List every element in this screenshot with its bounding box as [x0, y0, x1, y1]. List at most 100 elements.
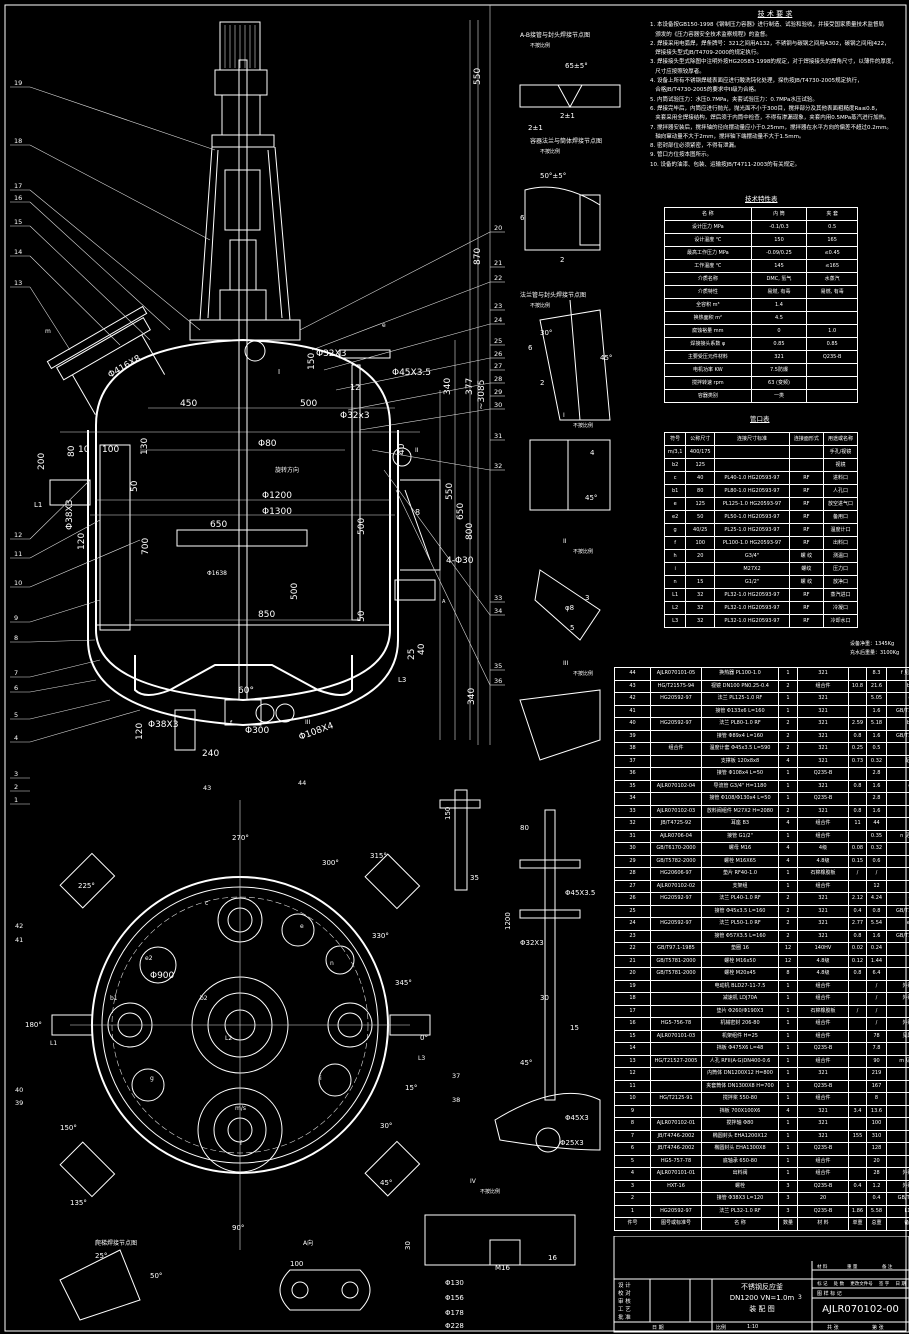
table-cell — [886, 1142, 909, 1156]
table-cell: 10 — [614, 1092, 651, 1106]
table-cell: HG20592-97 — [650, 892, 702, 906]
table-cell: 4 — [778, 1104, 798, 1118]
table-cell: 36 — [614, 767, 651, 781]
agitator-shaft — [238, 59, 248, 701]
detail-dim-text: 45° — [600, 354, 612, 362]
table-cell — [650, 929, 702, 943]
table-cell — [848, 1042, 867, 1056]
detail-title: A向 — [303, 1239, 313, 1247]
table-cell: 321 — [797, 929, 849, 943]
table-cell: 1 — [778, 879, 798, 893]
table-cell: PL50-1.0 HG20593-97 — [714, 510, 790, 524]
plan-view-labels: 270° 300° 315° 330° 345° 0° 15° 30° 45° … — [25, 834, 428, 1232]
table-cell: 用途或名称 — [822, 432, 859, 446]
table-cell: 螺纹 — [788, 562, 824, 576]
table-cell: AJLR070102-01 — [650, 1117, 702, 1131]
table-cell: 法兰 PL40-1.0 RF — [701, 892, 779, 906]
table-cell: Q235-B — [797, 792, 849, 806]
part-callout: 15 — [14, 218, 22, 226]
dim-text: L1 — [34, 501, 42, 509]
remark-label: 备 注 — [882, 1265, 893, 1270]
table-cell: AJLR070102-04 — [650, 779, 702, 793]
requirement-line: 7. 搅拌器安装后，搅拌轴的径向摆动量应小于0.25mm，搅拌器在水平方向的偏差… — [650, 124, 892, 131]
table-cell: 0.73 — [848, 754, 867, 768]
stamp-label: 标 记 — [817, 1282, 828, 1287]
table-cell: GB/T5782-2000 — [650, 854, 702, 868]
dim-text: 25 — [407, 649, 417, 660]
table-cell: 2 — [778, 929, 798, 943]
table-cell: 22 — [614, 942, 651, 956]
table-cell: 8 — [778, 967, 798, 981]
table-cell: 12 — [778, 942, 798, 956]
table-cell: 3 — [778, 1192, 798, 1206]
part-callout: 14 — [14, 248, 22, 256]
table-cell: 140HV — [797, 942, 849, 956]
table-cell: 125 — [685, 458, 716, 472]
table-cell: 31 — [614, 829, 651, 843]
detail-dim-text: 16 — [548, 1254, 557, 1262]
detail-dim-text: Φ156 — [445, 1294, 464, 1302]
table-cell: 321 — [797, 917, 849, 931]
reactor-plan-view — [51, 800, 431, 1250]
leader-line — [29, 201, 171, 331]
table-cell — [788, 458, 824, 472]
table-cell: 1 — [778, 1129, 798, 1143]
table-cell: 5.58 — [866, 1204, 887, 1218]
dim-text: ~3085 — [477, 380, 487, 410]
table-cell: 8 — [866, 1092, 887, 1106]
table-cell: 接管 Φ45x3.5 L=160 — [701, 904, 779, 918]
table-cell: e2 — [663, 510, 687, 524]
table-cell: 321 — [797, 904, 849, 918]
table-cell: 1.44 — [866, 954, 887, 968]
table-cell: 321 — [797, 742, 849, 756]
table-cell: 螺栓 — [701, 1179, 779, 1193]
part-callout: 42 — [15, 922, 23, 930]
table-cell: 11 — [848, 817, 867, 831]
detail-subtitle: 不按比例 — [573, 548, 593, 555]
dim-text: 120 — [135, 723, 145, 740]
table-cell: 1 — [778, 1004, 798, 1018]
table-cell: 机械密封 206-80 — [701, 1017, 779, 1031]
table-cell: 温度计套 Φ45x3.5 L=590 — [701, 742, 779, 756]
part-callout: 40 — [15, 1086, 23, 1094]
dim-text: Φ900 — [150, 971, 175, 981]
table-cell: 43 — [614, 679, 651, 693]
table-cell — [886, 879, 909, 893]
table-cell — [848, 1092, 867, 1106]
detail-title: 爬梯焊接节点图 — [95, 1239, 137, 1247]
table-cell: 外购件 — [886, 1167, 909, 1181]
filled-weight: 充水后重量：3100Kg — [850, 650, 900, 656]
table-cell: 10.8 — [848, 679, 867, 693]
table-cell: GB/T97.1-1985 — [650, 942, 702, 956]
table-cell: 310 — [866, 1129, 887, 1143]
angle-label: 150° — [60, 1124, 77, 1132]
table-cell: 接管 Φ108x4 L=50 — [701, 767, 779, 781]
table-cell: 温度计口 — [822, 523, 859, 537]
table-cell: 设计温度 ℃ — [664, 233, 752, 247]
table-cell: 1.6 — [866, 729, 887, 743]
table-cell: GB/T5781-2000 — [650, 954, 702, 968]
table-cell: HG20592-97 — [650, 917, 702, 931]
table-cell: 组合件 — [797, 1029, 849, 1043]
table-cell: RF — [788, 484, 824, 498]
table-cell: AJLR070102-02 — [650, 879, 702, 893]
table-cell — [886, 1004, 909, 1018]
dim-text: 40 — [417, 643, 427, 655]
angle-label: 225° — [78, 882, 95, 890]
table-cell: 27 — [614, 879, 651, 893]
dim-text: III — [305, 719, 311, 726]
table-cell: 28 — [866, 1167, 887, 1181]
table-cell: G1/2" — [714, 575, 790, 589]
table-cell: 1 — [778, 979, 798, 993]
table-cell: RF — [788, 536, 824, 550]
table-cell: 1.4 — [750, 298, 808, 312]
table-cell — [886, 742, 909, 756]
table-cell: 2 — [778, 679, 798, 693]
table-cell: 4.8级 — [797, 967, 849, 981]
